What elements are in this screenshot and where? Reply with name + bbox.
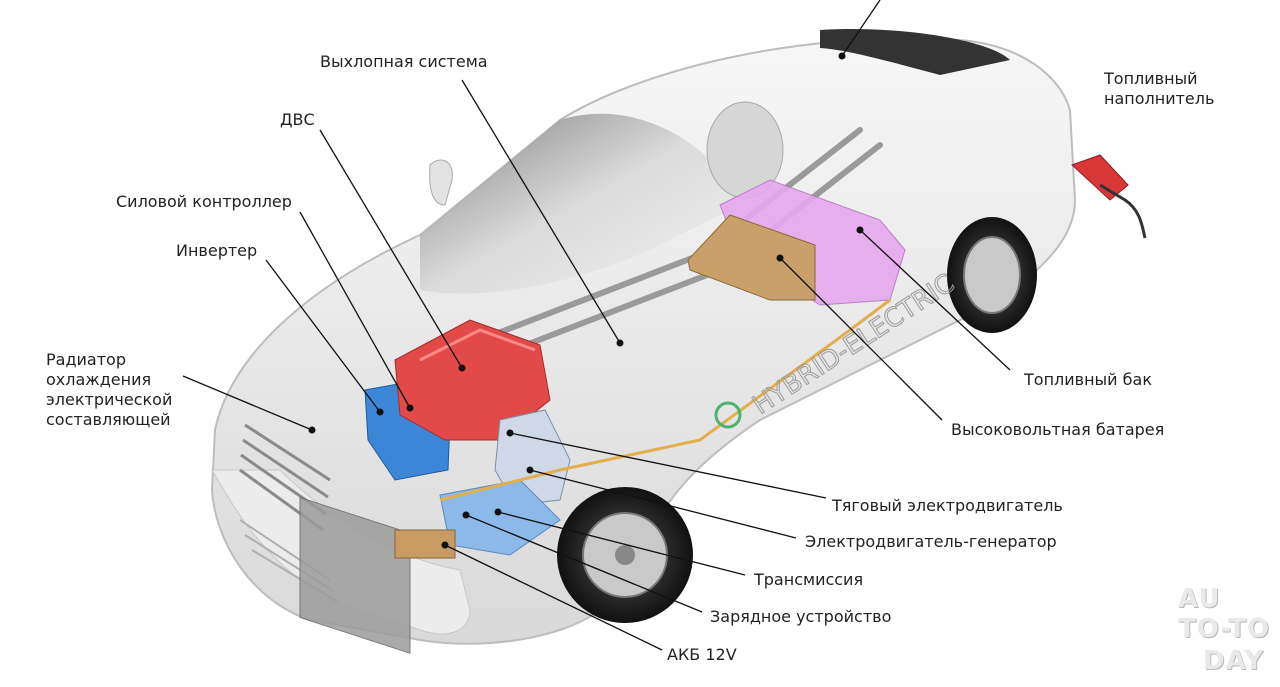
leader-ice: [319, 129, 463, 369]
side-mirror: [429, 159, 453, 206]
watermark-line3: DAY: [1203, 646, 1265, 676]
leader-charger: [465, 514, 703, 613]
leader-fuel-tank: [859, 229, 1011, 371]
hv-battery: [687, 214, 816, 301]
leader-transmission: [497, 511, 746, 576]
rear-wheel: [947, 217, 1037, 333]
fuel-nozzle: [1071, 154, 1147, 239]
label-fuel-tank: Топливный бак: [1024, 370, 1152, 389]
radiator: [299, 496, 411, 654]
leader-traction-motor: [509, 432, 827, 499]
leader-radiator: [182, 375, 313, 431]
leader-inverter: [265, 259, 381, 413]
leader-lines: [182, 0, 1011, 651]
label-exhaust: Выхлопная система: [320, 52, 488, 71]
label-inverter: Инвертер: [176, 241, 258, 260]
label-transmission: Трансмиссия: [754, 570, 864, 589]
watermark-line2: TO-TO: [1178, 614, 1271, 644]
leader-exhaust: [461, 79, 621, 344]
label-power-controller: Силовой контроллер: [116, 192, 292, 211]
rear-window: [820, 29, 1010, 75]
leader-top: [841, 0, 881, 57]
label-radiator: Радиатор охлаждения электрической состав…: [46, 350, 173, 429]
car-body: [210, 37, 1077, 645]
leader-12v: [444, 544, 663, 651]
label-motor-generator: Электродвигатель-генератор: [805, 532, 1057, 551]
windshield: [420, 113, 740, 294]
front-wheel: [557, 487, 693, 623]
hv-cable: [439, 298, 891, 502]
leader-power-controller: [299, 211, 411, 409]
label-12v: АКБ 12V: [667, 645, 737, 664]
leader-dots: [308, 52, 864, 549]
leader-motor-generator: [529, 469, 797, 539]
watermark-line1: AU: [1178, 584, 1221, 614]
label-hv-battery: Высоковольтная батарея: [951, 420, 1165, 439]
label-traction-motor: Тяговый электродвигатель: [832, 496, 1063, 515]
leader-hv-battery: [779, 257, 943, 421]
label-ice: ДВС: [280, 110, 315, 129]
label-charger: Зарядное устройство: [710, 607, 892, 626]
hybrid-logo: [714, 401, 742, 429]
label-fuel-filler: Топливный наполнитель: [1104, 69, 1215, 108]
